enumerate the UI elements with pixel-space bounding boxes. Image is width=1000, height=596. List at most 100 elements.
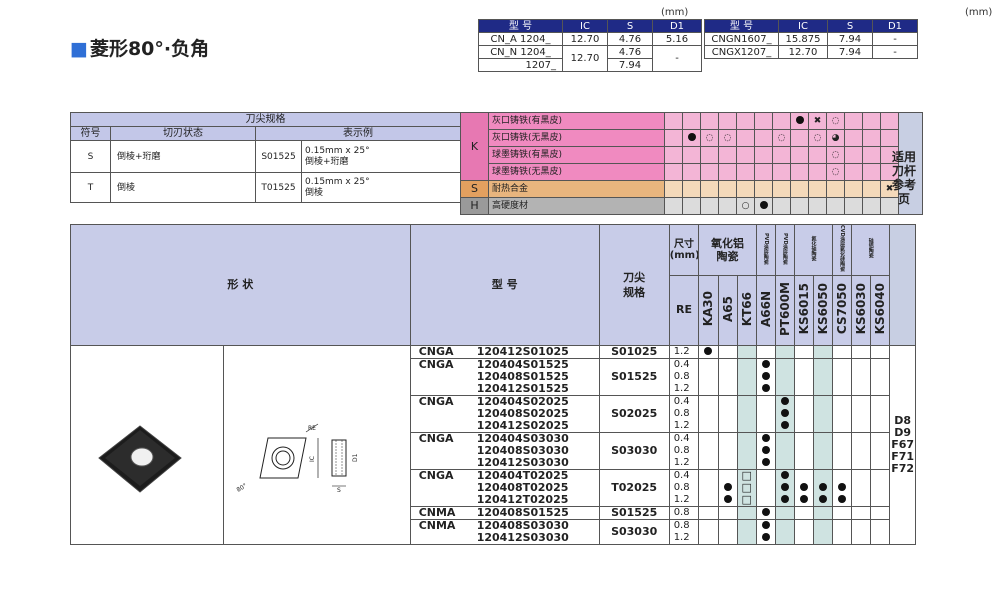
spec-cell: S01025	[598, 344, 670, 359]
spec-cell: S02025	[598, 394, 670, 433]
grade-cell	[851, 468, 872, 507]
spec-symbol: T	[70, 172, 111, 203]
spec-desc: 0.15mm x 25°	[305, 176, 370, 187]
cell: 7.94	[827, 32, 873, 46]
grade-cell	[832, 468, 853, 507]
model-prefix: CNGA	[418, 469, 454, 482]
model-number: 120408S02025	[476, 406, 569, 420]
grade-cell	[755, 344, 776, 359]
grade-cell	[851, 394, 872, 433]
dot-mark	[761, 457, 770, 466]
grade-cell	[812, 394, 834, 433]
grade-cell: □□□	[736, 468, 757, 507]
grade-cell	[717, 431, 738, 470]
grade-cell	[755, 431, 776, 470]
h-d1: D1	[872, 19, 918, 33]
grade-cell	[717, 505, 738, 520]
cell: 7.94	[607, 58, 653, 72]
dot-mark	[780, 420, 789, 429]
grade-cell	[774, 505, 795, 520]
model-number: 120412T02025	[476, 492, 569, 506]
grade-ka30: KA30	[701, 291, 716, 327]
draw-ic: IC	[309, 456, 316, 462]
grade-cell	[812, 344, 834, 359]
grade-cell	[755, 468, 776, 507]
mat-s: 耐热合金	[488, 180, 665, 198]
draw-re: RE	[308, 425, 316, 432]
grade-ks6050: KS6050	[816, 283, 831, 335]
grade-cell	[812, 357, 834, 396]
dot-mark	[761, 520, 770, 529]
mat-k2: 灰口铸铁(无黑皮)	[488, 129, 665, 147]
re-value: 1.2	[673, 419, 690, 431]
spec-example: S01525	[255, 140, 302, 173]
grade-cell	[851, 357, 872, 396]
spec-cell: S03030	[598, 518, 670, 545]
re-cell: 1.2	[668, 344, 700, 359]
mat-k4: 球墨铸铁(无黑皮)	[488, 163, 665, 181]
group-s: S	[460, 180, 489, 198]
title-square-icon: ■	[70, 38, 88, 60]
holder-ref: D8	[894, 413, 912, 427]
grade-cell	[736, 394, 757, 433]
cell: 4.76	[607, 32, 653, 46]
col-g1: 氧化铝	[711, 236, 745, 250]
model-numbers: 120412S01025	[477, 346, 569, 357]
grade-cell	[870, 518, 891, 545]
grade-cell	[793, 394, 814, 433]
dot-mark	[795, 115, 804, 124]
group-h: H	[460, 197, 489, 215]
re-value: 0.8	[673, 407, 690, 419]
h-model: 型 号	[704, 19, 779, 33]
grade-a65: A65	[720, 295, 735, 322]
col-g4: 氮化硅陶瓷	[810, 235, 817, 261]
cell: CNGX1207_	[704, 45, 779, 59]
grade-ks6030: KS6030	[854, 283, 869, 335]
page-title: ■菱形80°·负角	[70, 34, 209, 61]
cell: -	[652, 45, 702, 72]
model-number: 120412S03030	[476, 530, 569, 544]
model-number: 120408T02025	[476, 480, 569, 494]
model-prefix: CNGA	[418, 345, 454, 358]
square-mark: □	[741, 469, 752, 482]
dot-mark	[761, 371, 770, 380]
draw-s: S	[337, 487, 341, 494]
cell: 12.70	[778, 45, 828, 59]
col-model: 型 号	[409, 224, 600, 346]
dot-mark	[761, 445, 770, 454]
dot-mark	[799, 494, 808, 503]
cell: 12.70	[562, 45, 608, 72]
grade-cell	[717, 357, 738, 396]
re-value: 1.2	[673, 456, 690, 468]
spec-cell: S01525	[598, 357, 670, 396]
spec-h-state: 切刃状态	[110, 126, 256, 141]
spec-desc: 0.15mm x 25°	[305, 145, 370, 156]
h-ic: IC	[562, 19, 608, 33]
grade-cell	[832, 505, 853, 520]
dot-mark	[799, 482, 808, 491]
grade-cell	[793, 431, 814, 470]
h-s: S	[827, 19, 873, 33]
insert-drawing: RE IC D1 S 80°	[236, 423, 359, 494]
col-g3: PVD涂层陶瓷	[781, 232, 788, 265]
col-re: RE	[668, 274, 700, 346]
col-shape: 形 状	[70, 224, 411, 346]
cell: CN_N 1204_	[478, 45, 563, 59]
cell: 7.94	[827, 45, 873, 59]
grade-cell	[736, 344, 757, 359]
dot-mark	[780, 494, 789, 503]
grade-cell	[832, 394, 853, 433]
col-g5: CVD涂层氮化硅陶瓷	[839, 225, 846, 272]
draw-d1: D1	[352, 453, 359, 462]
grade-cell	[698, 505, 719, 520]
model-number: 120408S01525	[476, 506, 569, 519]
grade-cell	[870, 505, 891, 520]
holder-ref: D9	[894, 425, 912, 439]
re-value: 0.4	[673, 469, 690, 481]
